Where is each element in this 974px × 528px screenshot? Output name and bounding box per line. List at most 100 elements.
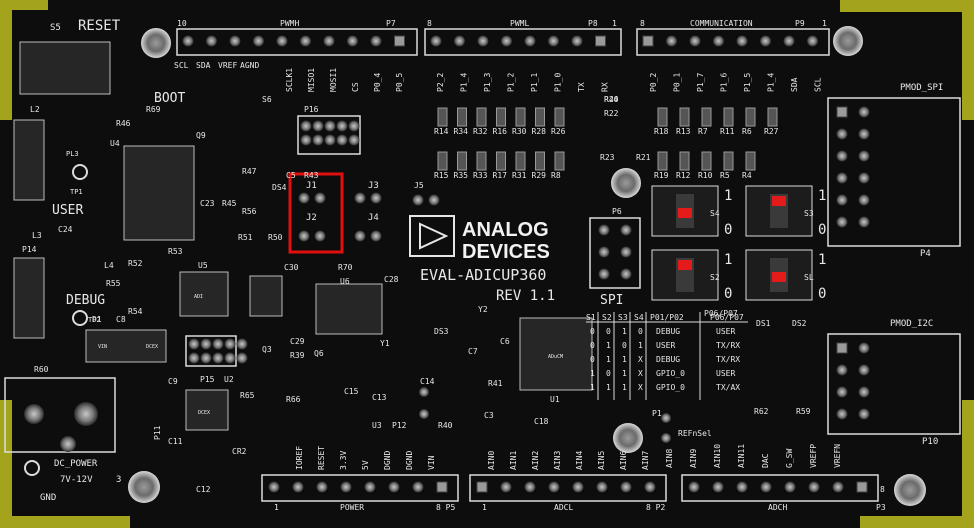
communication-pin <box>642 35 654 47</box>
silk-label: GPIO_0 <box>656 369 685 378</box>
silk-label: PMOD_I2C <box>890 319 933 329</box>
silk-label: 1 <box>622 327 627 336</box>
silk-label: S4 <box>710 209 720 218</box>
power-pin <box>364 481 376 493</box>
u1-chip <box>519 317 593 391</box>
pwml-pin <box>524 35 536 47</box>
resistor <box>679 107 690 127</box>
silk-label: Q6 <box>314 349 324 358</box>
silk-label: R10 <box>698 171 713 180</box>
j4-pin <box>354 230 366 242</box>
silk-label: P6 <box>612 207 622 216</box>
p15-pin <box>188 352 200 364</box>
silk-label: DS2 <box>792 319 807 328</box>
silk-label: 0 <box>818 222 826 238</box>
silk-label: TX/AX <box>716 383 740 392</box>
p1-pin <box>661 413 671 423</box>
silk-label: R70 <box>338 263 353 272</box>
silk-label: 1 <box>724 188 732 204</box>
u2-chip <box>185 389 229 431</box>
adcl-pin <box>572 481 584 493</box>
pmod-spi-pin <box>836 106 848 118</box>
silk-label: P01/P02 <box>650 313 684 322</box>
pwmh-pin <box>394 35 405 47</box>
silk-label: R7 <box>698 127 708 136</box>
ics <box>13 41 593 431</box>
j1-pin <box>298 192 310 204</box>
silk-label: 1 <box>482 503 487 512</box>
silk-label: L3 <box>32 231 42 240</box>
silk-label: R52 <box>128 259 143 268</box>
resistor <box>457 151 467 171</box>
silk-label: R66 <box>286 395 301 404</box>
dc-jack-pin <box>24 404 44 424</box>
silk-label: SPI <box>600 293 623 308</box>
svg-text:ADI: ADI <box>194 294 203 300</box>
p15-pin <box>224 352 236 364</box>
silk-label: RX <box>601 82 610 92</box>
silk-label: U1 <box>550 395 560 404</box>
silk-label: 0 <box>606 369 611 378</box>
silk-label: R62 <box>754 407 769 416</box>
resistor <box>657 151 668 171</box>
communication-pin <box>713 35 724 47</box>
silk-label: 8 <box>427 19 432 28</box>
silk-label: AIN2 <box>531 451 540 470</box>
pmod-spi-pin <box>858 150 870 162</box>
silk-label: R55 <box>106 279 121 288</box>
power-pin <box>268 481 280 493</box>
svg-text:DCEX: DCEX <box>198 410 210 416</box>
silk-label: R46 <box>116 119 131 128</box>
pmod-spi-pin <box>836 128 848 140</box>
p16-pin <box>348 134 360 146</box>
silk-label: R15 <box>434 171 449 180</box>
u6-chip <box>315 283 383 335</box>
power-pin <box>292 481 304 493</box>
silk-label: C13 <box>372 393 387 402</box>
silk-label: DC_POWER <box>54 459 98 469</box>
silk-label: R34 <box>454 127 469 136</box>
j3-pin <box>370 192 382 204</box>
test-point <box>72 164 88 180</box>
pmod-i2c-pin <box>858 408 870 420</box>
p16-pin <box>324 134 336 146</box>
silk-label: SCL <box>174 61 189 70</box>
silk-label: J3 <box>368 181 379 191</box>
silk-label: P0_1 <box>673 73 682 92</box>
silk-label: C24 <box>58 225 73 234</box>
pwmh-pin <box>323 35 335 47</box>
silk-label: R22 <box>604 109 619 118</box>
analog-devices-logo <box>409 215 455 257</box>
silk-label: PMOD_SPI <box>900 83 943 93</box>
silk-label: P8 <box>588 19 598 28</box>
silk-label: Y2 <box>478 305 488 314</box>
header-frames <box>4 28 961 502</box>
silk-label: 1 <box>822 19 827 28</box>
silk-label: P06/P07 <box>710 313 744 322</box>
pwml-pin <box>454 35 465 47</box>
silk-label: R43 <box>304 171 319 180</box>
silk-label: AIN0 <box>487 451 496 470</box>
silk-label: DGND <box>383 451 392 470</box>
adcl-pin <box>596 481 608 493</box>
resistor <box>701 151 712 171</box>
silk-label: CR2 <box>232 447 247 456</box>
silk-label: 3 <box>116 475 121 485</box>
switch-knob-s2 <box>678 260 692 270</box>
silk-label: R6 <box>742 127 752 136</box>
pwmh-pin <box>253 35 264 47</box>
silk-label: TX <box>577 82 586 92</box>
silk-label: R30 <box>512 127 527 136</box>
silk-label: TP1 <box>70 188 83 196</box>
resistor <box>515 107 526 127</box>
pmod-spi-pin <box>858 194 870 206</box>
silk-label: 1 <box>622 383 627 392</box>
silk-label: R18 <box>654 127 669 136</box>
silk-label: 8 P5 <box>436 503 455 512</box>
silk-label: R16 <box>493 127 508 136</box>
pmod-i2c-pin <box>858 342 870 354</box>
silk-label: R27 <box>764 127 779 136</box>
communication-pin <box>807 35 818 47</box>
silk-label: S1 <box>586 313 596 322</box>
